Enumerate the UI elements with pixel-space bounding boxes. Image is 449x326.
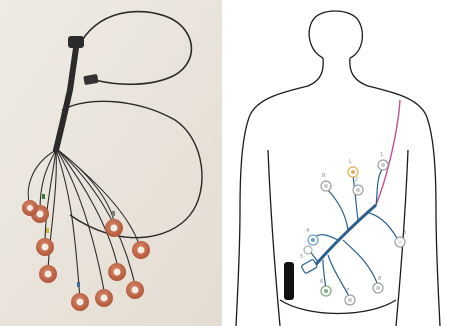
electrode-label: 8 [378,276,381,282]
electrode-site [348,167,358,177]
electrode-site [378,160,388,170]
electrode-pad [71,293,89,311]
electrode-site [304,246,312,254]
electrode-pad [95,289,113,307]
electrode-label: 3 [403,230,406,236]
electrode-label: 1 [380,152,383,158]
electrode-pad [22,200,38,216]
electrode-pad [105,219,123,237]
electrode-site [308,235,318,245]
electrode-label: 7 [346,288,349,294]
torso-placement-diagram: R L 1 2 3 4 5 6 7 8 [228,0,449,326]
torso-illustration: R L 1 2 3 4 5 6 7 8 [228,0,449,326]
electrode-site [395,237,405,247]
electrode-site [345,295,355,305]
electrode-pad [126,281,144,299]
electrode-label: 4 [306,228,309,234]
electrode-label: 2 [355,177,358,183]
electrode-site [373,283,383,293]
lead-harness-illustration [0,0,222,326]
electrode-pad [36,238,54,256]
electrode-label: 5 [300,254,303,260]
electrode-pad [132,241,150,259]
electrode-label: 6 [320,279,323,285]
electrode-label: L [349,159,352,165]
lead-harness-photo [0,0,222,326]
electrode-site [353,185,363,195]
electrode-label: R [322,173,326,179]
electrode-site [321,181,331,191]
electrode-pad [39,265,57,283]
electrode-site [321,286,331,296]
recorder-device [284,262,294,300]
electrode-pad [108,263,126,281]
